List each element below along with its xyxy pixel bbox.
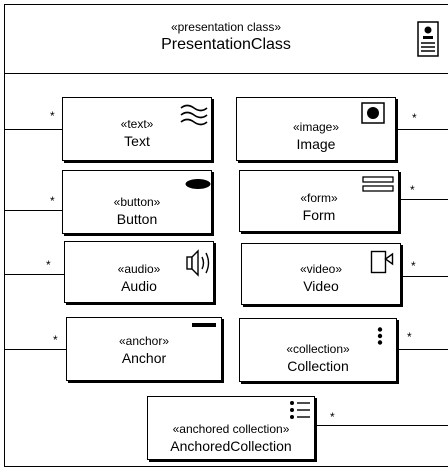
video-multiplicity: * — [411, 259, 416, 273]
form-element[interactable]: «form» Form — [239, 170, 399, 232]
presentation-class-frame — [4, 4, 448, 467]
image-association — [396, 129, 448, 130]
form-association — [399, 199, 448, 200]
speaker-icon — [186, 249, 210, 277]
collection-element[interactable]: «collection» Collection — [239, 318, 397, 382]
anchored-collection-stereotype: «anchored collection» — [172, 422, 290, 436]
camera-icon — [370, 250, 394, 274]
text-waves-icon — [180, 104, 208, 126]
anchor-multiplicity: * — [53, 333, 58, 347]
audio-name: Audio — [121, 278, 157, 294]
text-stereotype: «text» — [120, 117, 154, 131]
text-element[interactable]: «text» Text — [62, 97, 212, 161]
anchored-collection-element[interactable]: «anchored collection» AnchoredCollection — [147, 396, 315, 460]
image-multiplicity: * — [412, 111, 417, 125]
text-multiplicity: * — [50, 109, 55, 123]
button-oval-icon — [185, 179, 211, 189]
anchored-collection-name: AnchoredCollection — [170, 438, 292, 454]
anchor-name: Anchor — [121, 350, 167, 366]
form-multiplicity: * — [410, 183, 415, 197]
video-association — [401, 276, 448, 277]
button-name: Button — [116, 211, 158, 227]
list-icon — [290, 401, 310, 419]
anchor-element[interactable]: «anchor» Anchor — [66, 317, 222, 381]
button-stereotype: «button» — [113, 195, 161, 209]
video-stereotype: «video» — [299, 262, 343, 276]
collection-association — [397, 349, 448, 350]
anchored-collection-multiplicity: * — [330, 410, 335, 424]
image-stereotype: «image» — [292, 120, 340, 134]
anchored-collection-association — [315, 425, 448, 426]
button-multiplicity: * — [50, 194, 55, 208]
presentation-class-stereotype: «presentation class» — [170, 20, 282, 34]
header-separator — [4, 73, 448, 74]
form-icon — [362, 176, 394, 192]
vertical-dots-icon — [377, 327, 383, 345]
collection-name: Collection — [287, 358, 349, 374]
form-name: Form — [302, 207, 336, 223]
audio-association — [4, 274, 64, 275]
anchor-association — [4, 349, 66, 350]
anchor-stereotype: «anchor» — [118, 334, 170, 348]
button-element[interactable]: «button» Button — [62, 170, 212, 234]
text-association — [4, 129, 62, 130]
button-association — [4, 210, 62, 211]
image-icon — [361, 102, 385, 124]
collection-multiplicity: * — [407, 330, 412, 344]
text-name: Text — [124, 133, 150, 149]
audio-element[interactable]: «audio» Audio — [64, 241, 214, 303]
presentation-class-name: PresentationClass — [161, 36, 291, 53]
image-element[interactable]: «image» Image — [236, 97, 396, 161]
page-icon — [417, 21, 439, 57]
video-name: Video — [303, 278, 339, 294]
video-element[interactable]: «video» Video — [241, 243, 401, 305]
image-name: Image — [296, 136, 336, 152]
form-stereotype: «form» — [300, 191, 338, 205]
audio-stereotype: «audio» — [117, 262, 161, 276]
collection-stereotype: «collection» — [286, 342, 350, 356]
anchor-bar-icon — [192, 323, 216, 327]
audio-multiplicity: * — [46, 258, 51, 272]
